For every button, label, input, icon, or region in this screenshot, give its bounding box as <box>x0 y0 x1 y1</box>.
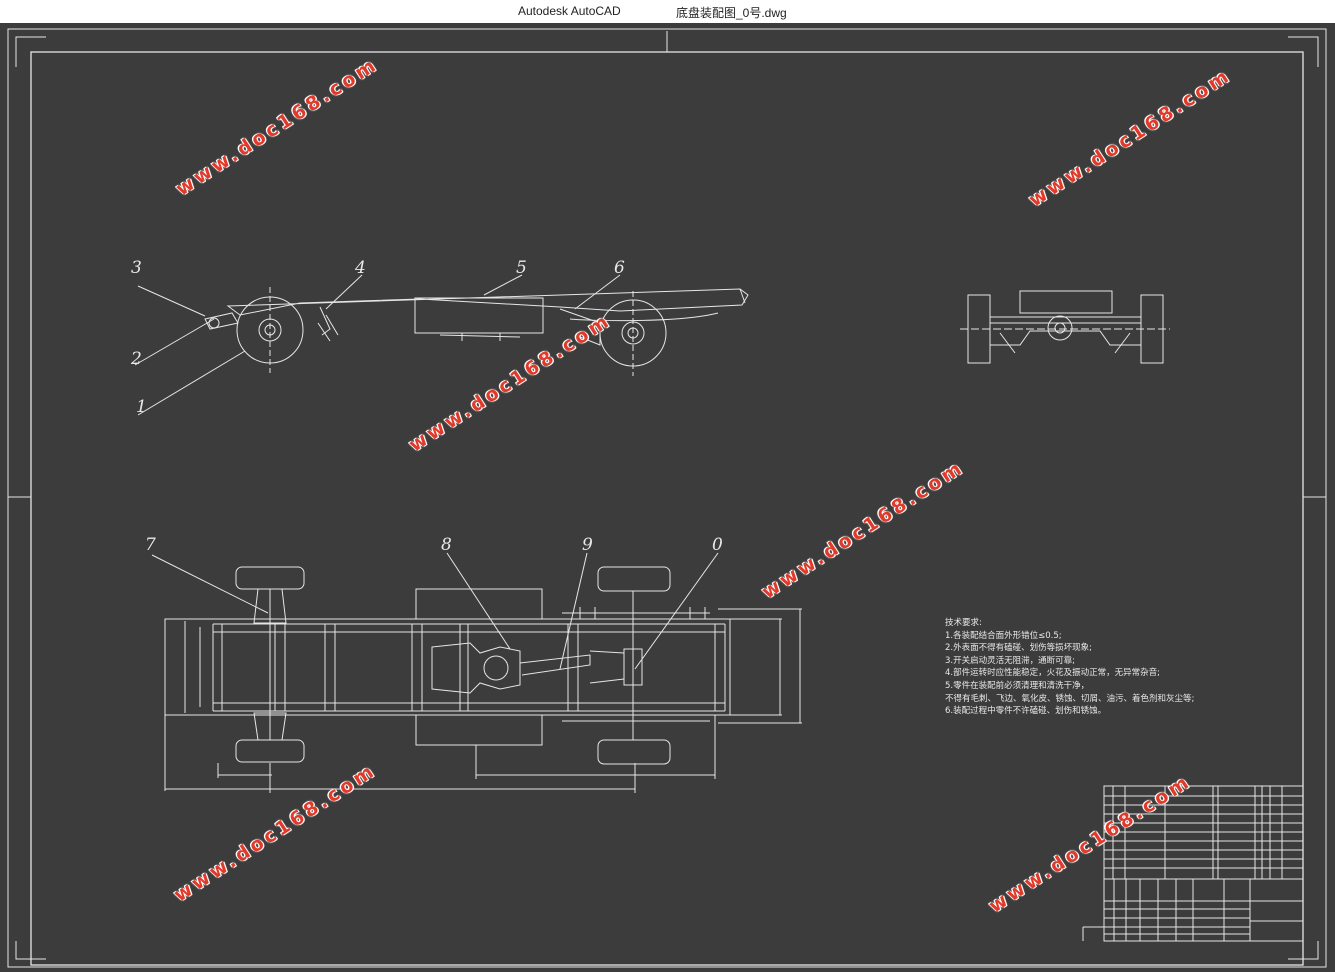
tech-req-item: 5.零件在装配前必须清理和清洗干净， <box>945 680 1090 691</box>
tech-req-item: 6.装配过程中零件不许磕碰、划伤和锈蚀。 <box>945 706 1107 717</box>
rear-left-wheel <box>597 566 671 592</box>
fuel-tank <box>414 297 544 334</box>
leader-4 <box>325 274 363 310</box>
title-block <box>1082 878 1304 942</box>
part-label: 8 <box>441 535 452 555</box>
tech-req-heading: 技术要求: <box>945 618 982 628</box>
part-label: 6 <box>614 258 625 278</box>
corner-mark <box>1288 941 1319 960</box>
part-label: 3 <box>131 258 142 278</box>
title-bar: Autodesk AutoCAD 底盘装配图_0号.dwg <box>0 0 1335 24</box>
cad-drawing[interactable] <box>0 23 1335 972</box>
leader-7 <box>151 554 269 614</box>
app-title: Autodesk AutoCAD <box>518 4 621 18</box>
tech-req-item: 1.各装配结合面外形错位≤0.5; <box>945 630 1062 641</box>
tech-req-item: 3.开关启动灵活无阻滞，通断可靠; <box>945 655 1075 666</box>
sheet-outer-border <box>7 28 1327 968</box>
front-right-wheel <box>235 739 305 763</box>
technical-requirements: 技术要求: 1.各装配结合面外形错位≤0.5; 2.外表面不得有磕碰、划伤等损坏… <box>945 617 1194 718</box>
front-view <box>960 290 1170 364</box>
parts-list-table <box>1103 785 1304 880</box>
leader-2 <box>134 318 215 366</box>
leader-8 <box>446 552 511 650</box>
plan-view <box>164 566 802 793</box>
part-label: 0 <box>712 535 723 555</box>
part-label: 2 <box>131 349 142 369</box>
leader-6 <box>574 274 621 310</box>
leader-9 <box>559 552 588 670</box>
part-label: 4 <box>355 258 366 278</box>
part-label: 5 <box>516 258 527 278</box>
corner-mark <box>15 36 46 67</box>
rear-right-wheel <box>597 739 671 765</box>
corner-mark <box>1288 36 1319 67</box>
tech-req-item: 4.部件运转时应性能稳定，火花及振动正常，无异常杂音; <box>945 668 1160 679</box>
side-view <box>204 287 749 376</box>
leader-1 <box>137 350 246 416</box>
tech-req-item: 2.外表面不得有磕碰、划伤等损坏现象; <box>945 643 1092 654</box>
drawing-canvas[interactable]: 3 2 1 4 5 6 7 8 9 0 技术要求: 1.各装配结合面外形错位≤0… <box>0 23 1335 972</box>
document-title: 底盘装配图_0号.dwg <box>676 6 787 20</box>
leader-3 <box>137 285 206 317</box>
part-label: 9 <box>582 535 593 555</box>
tech-req-item: 不得有毛刺、飞边、氧化皮、锈蚀、切屑、油污、着色剂和灰尘等; <box>945 693 1195 704</box>
part-label: 1 <box>136 397 147 417</box>
corner-mark <box>15 941 46 960</box>
leader-5 <box>483 274 523 296</box>
leader-0 <box>634 552 719 670</box>
front-left-wheel <box>235 566 305 590</box>
part-label: 7 <box>145 535 156 555</box>
